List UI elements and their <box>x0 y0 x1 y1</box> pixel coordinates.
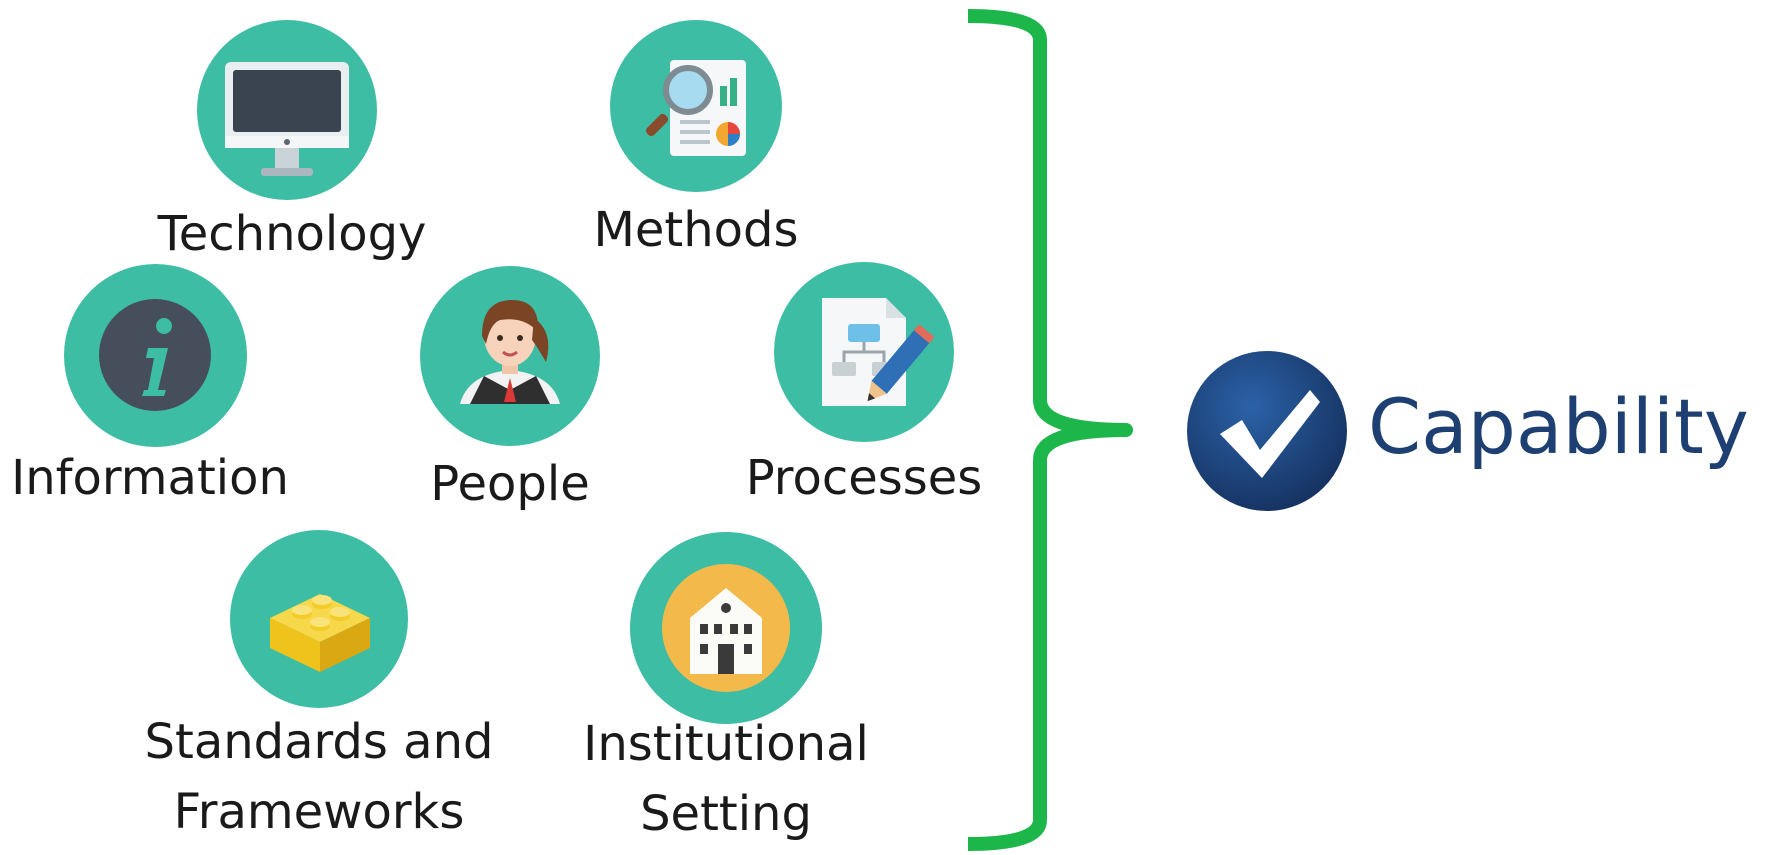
institutional-label-line1: Institutional <box>583 716 869 772</box>
information-label: Information <box>11 450 289 506</box>
info-icon <box>99 299 211 411</box>
standards-label-line1: Standards and <box>144 714 494 770</box>
methods-label: Methods <box>593 202 799 258</box>
people-icon-circle <box>420 266 600 446</box>
capability-badge <box>1186 350 1348 512</box>
institution-building-icon <box>662 564 790 692</box>
processes-icon-circle <box>774 262 954 442</box>
checkmark-icon <box>1187 351 1347 511</box>
report-magnifier-icon <box>645 60 746 156</box>
people-label: People <box>430 456 590 512</box>
information-icon-circle <box>64 264 247 447</box>
technology-icon-circle <box>197 20 377 200</box>
monitor-icon <box>225 62 349 176</box>
building-block-icon <box>270 594 370 672</box>
flowchart-document-icon <box>822 298 935 406</box>
capability-label: Capability <box>1368 382 1749 471</box>
technology-label: Technology <box>157 206 427 262</box>
processes-label: Processes <box>745 450 983 506</box>
person-icon <box>460 300 560 404</box>
standards-label-line2: Frameworks <box>173 784 465 840</box>
methods-icon-circle <box>610 20 782 192</box>
standards-icon-circle <box>230 530 408 708</box>
institutional-icon-circle <box>630 532 822 724</box>
institutional-label-line2: Setting <box>640 786 812 842</box>
